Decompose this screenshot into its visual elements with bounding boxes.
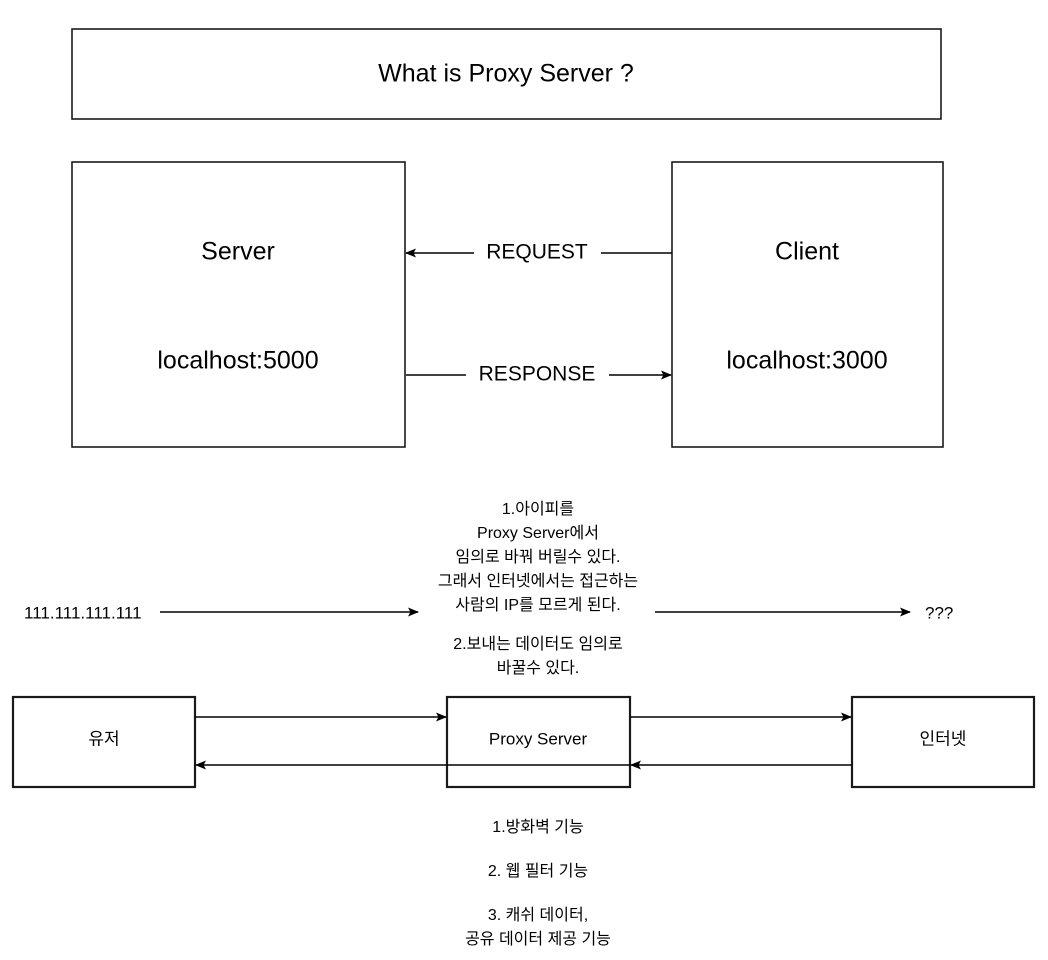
feature-line-4: 공유 데이터 제공 기능 xyxy=(465,930,611,948)
internet-box: 인터넷 xyxy=(850,695,1036,789)
proxy-server-box-outline xyxy=(445,695,632,789)
response-edge-label: RESPONSE xyxy=(479,363,596,386)
user-proxy-edges xyxy=(195,712,630,770)
title-box: What is Proxy Server ? xyxy=(71,28,942,120)
user-box-outline xyxy=(11,695,197,789)
user-box: 유저 xyxy=(11,695,197,789)
note1-line-1: 1.아이피를 xyxy=(502,500,574,518)
proxy-server-box-label: Proxy Server xyxy=(489,729,588,748)
client-box-address: localhost:3000 xyxy=(726,347,887,375)
note2-line-2: 바꿀수 있다. xyxy=(497,659,580,677)
proxy-internet-edges xyxy=(630,712,852,770)
note1-line-5: 사람의 IP를 모르게 된다. xyxy=(455,596,620,614)
note1-line-2: Proxy Server에서 xyxy=(477,524,599,542)
feature-line-3: 3. 캐쉬 데이터, xyxy=(488,906,588,924)
internet-box-outline xyxy=(850,695,1036,789)
note2-line-1: 2.보내는 데이터도 임의로 xyxy=(453,635,622,653)
source-ip-label: 111.111.111.111 xyxy=(24,603,142,622)
feature-line-1: 1.방화벽 기능 xyxy=(492,818,583,836)
client-box-title: Client xyxy=(775,238,839,266)
client-box-outline xyxy=(671,161,944,448)
request-edge-label: REQUEST xyxy=(486,241,588,264)
proxy-ip-note: 1.아이피를 Proxy Server에서 임의로 바꿔 버릴수 있다. 그래서… xyxy=(438,500,638,614)
internet-box-label: 인터넷 xyxy=(920,729,967,748)
note1-line-3: 임의로 바꿔 버릴수 있다. xyxy=(456,548,621,566)
title-box-outline xyxy=(71,28,942,120)
server-box-title: Server xyxy=(201,238,275,266)
server-box-address: localhost:5000 xyxy=(157,347,318,375)
user-box-label: 유저 xyxy=(88,729,119,748)
request-edge: REQUEST xyxy=(405,241,672,264)
note1-line-4: 그래서 인터넷에서는 접근하는 xyxy=(438,572,638,590)
feature-line-2: 2. 웹 필터 기능 xyxy=(488,862,588,880)
server-box: Server localhost:5000 xyxy=(71,161,406,448)
client-box: Client localhost:3000 xyxy=(671,161,944,448)
server-box-outline xyxy=(71,161,406,448)
title-text: What is Proxy Server ? xyxy=(378,60,634,88)
result-ip-label: ??? xyxy=(925,603,953,622)
proxy-feature-list: 1.방화벽 기능 2. 웹 필터 기능 3. 캐쉬 데이터, 공유 데이터 제공… xyxy=(465,818,611,948)
proxy-data-note: 2.보내는 데이터도 임의로 바꿀수 있다. xyxy=(453,635,622,677)
response-edge: RESPONSE xyxy=(406,363,672,386)
proxy-server-box: Proxy Server xyxy=(445,695,632,789)
ip-flow: 111.111.111.111 ??? xyxy=(24,603,953,622)
